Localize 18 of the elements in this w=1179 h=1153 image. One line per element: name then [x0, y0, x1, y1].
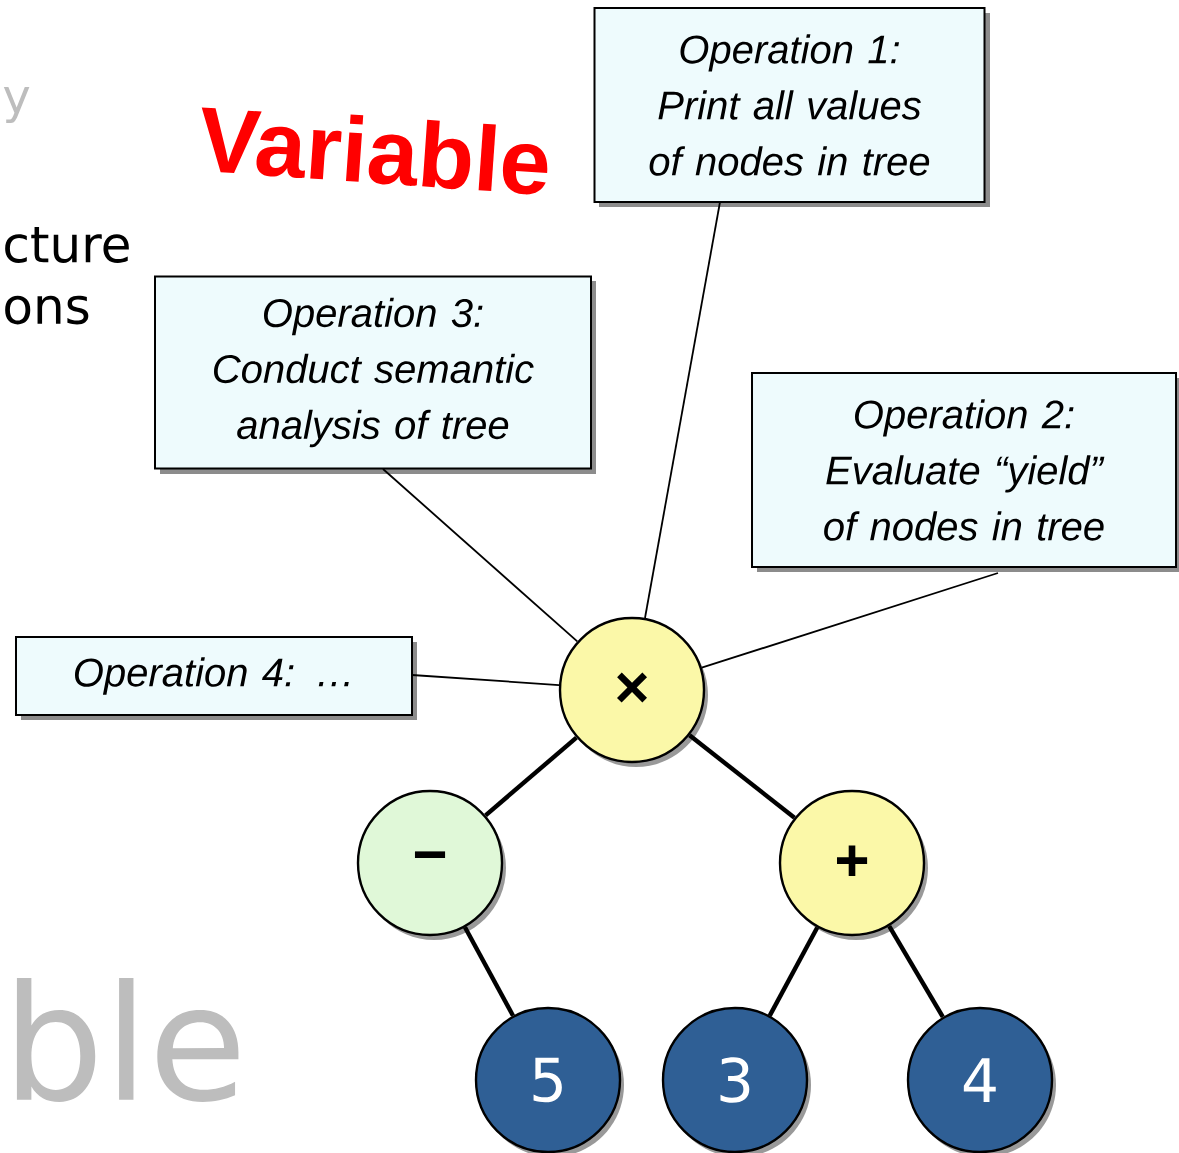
leader-line [411, 674, 560, 686]
leader-line [700, 572, 999, 669]
operation-box: Operation 2: Evaluate “yield” of nodes in tree [751, 372, 1179, 572]
tree-branch [767, 926, 820, 1017]
operation-box: Operation 3: Conduct semantic analysis of tree [154, 275, 596, 474]
variable-word: Variable [201, 107, 548, 195]
leader-line [382, 468, 579, 643]
tree-branch [463, 926, 515, 1017]
leader-line [644, 201, 721, 619]
tree-branch [887, 924, 945, 1019]
heading-text: y [3, 86, 30, 124]
tree-branch [688, 733, 796, 820]
body-text: cture [5, 227, 129, 263]
title-text: ble [16, 978, 239, 1102]
operation-box: Operation 1: Print all values of nodes in tree [593, 7, 990, 207]
operation-box: Operation 4: … [15, 636, 417, 720]
tree-branch [484, 735, 578, 818]
body-text: ons [5, 295, 89, 325]
